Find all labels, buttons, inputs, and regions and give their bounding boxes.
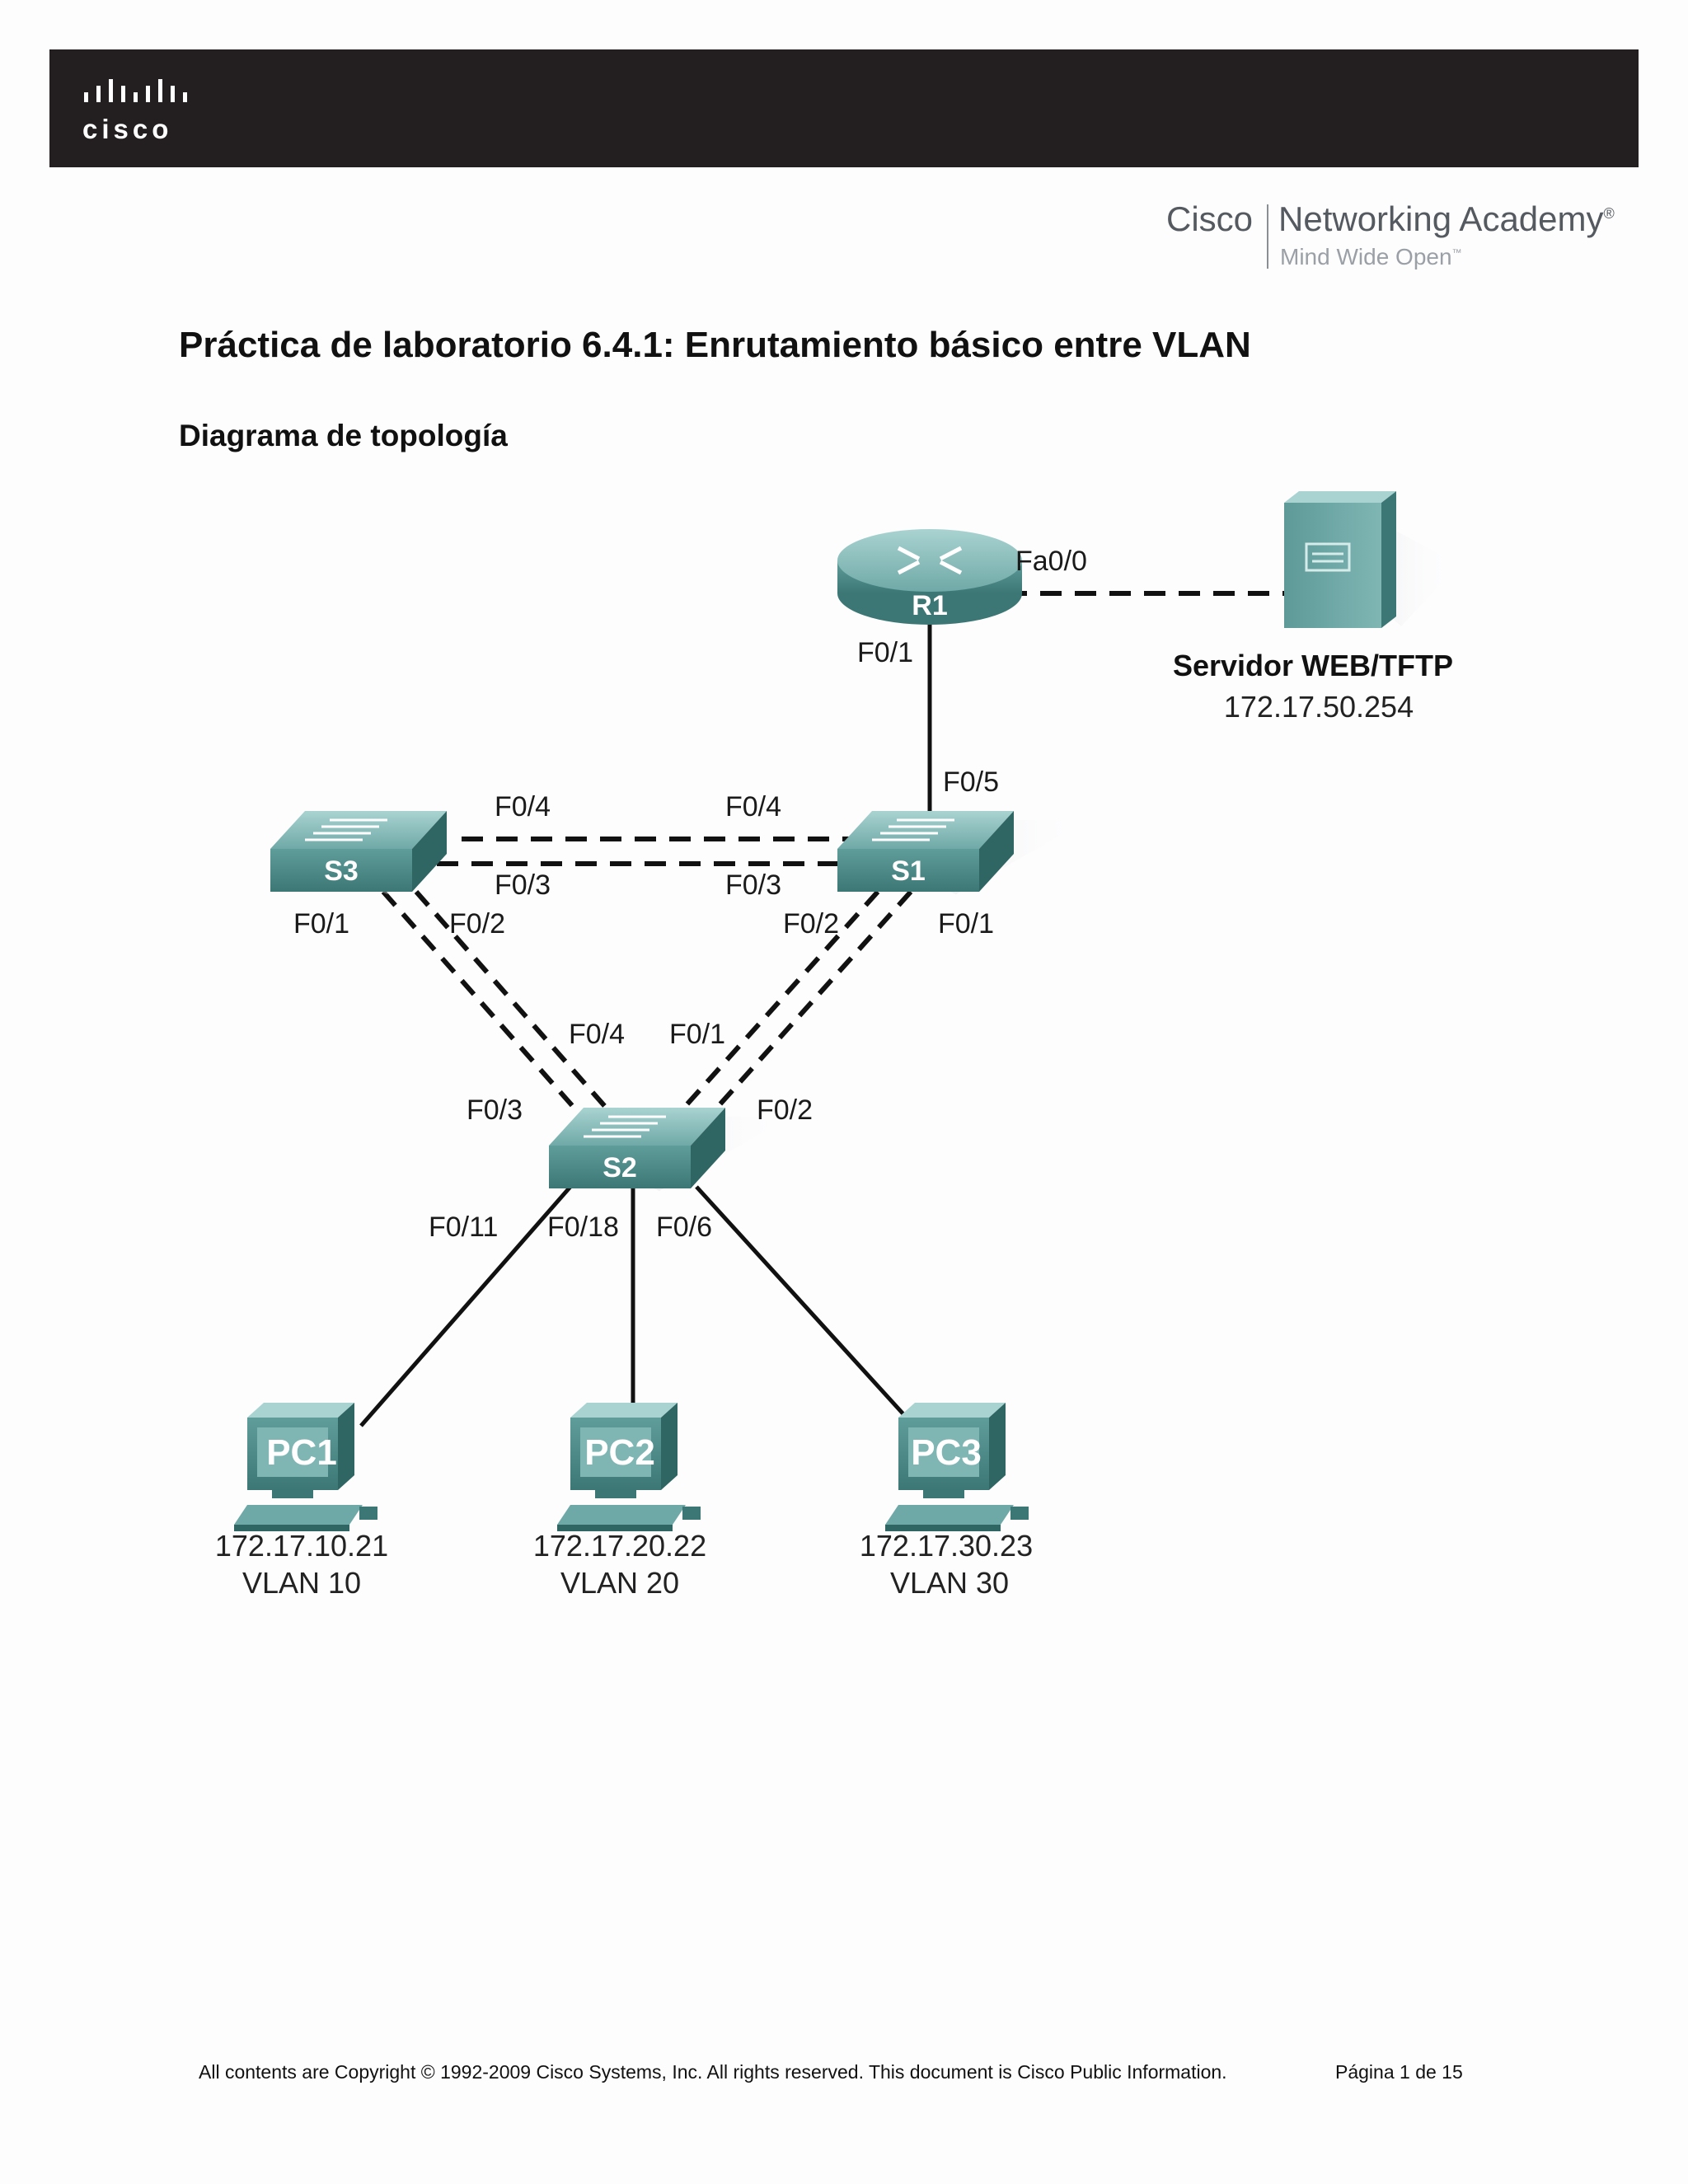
s3-port-f02: F0/2 bbox=[449, 908, 505, 940]
switch-s2: S2 bbox=[549, 1108, 791, 1191]
brand-tagline: Mind Wide Open™ bbox=[1280, 244, 1462, 270]
brand-divider bbox=[1267, 204, 1268, 269]
networking-academy-brand: Cisco Networking Academy® Mind Wide Open… bbox=[1166, 199, 1644, 278]
switch-s1: S1 bbox=[837, 811, 1088, 894]
pc3: PC3 bbox=[885, 1403, 1029, 1531]
s2-port-f018: F0/18 bbox=[547, 1212, 619, 1243]
switch-s3: S3 bbox=[270, 811, 470, 894]
link-s2-pc3 bbox=[695, 1185, 907, 1418]
server-web-tftp bbox=[1284, 491, 1459, 628]
pc3-vlan: VLAN 30 bbox=[890, 1566, 1009, 1600]
trademark-mark: ™ bbox=[1451, 246, 1462, 259]
links bbox=[359, 591, 1286, 1427]
link-s3-s2-b bbox=[414, 890, 617, 1118]
pc3-label: PC3 bbox=[911, 1432, 982, 1473]
s1-port-f04: F0/4 bbox=[725, 791, 781, 823]
s3-arrows-icon bbox=[305, 818, 387, 841]
port-labels: Fa0/0 F0/1 F0/5 F0/4 F0/4 F0/3 F0/3 F0/1… bbox=[293, 546, 1087, 1243]
registered-mark: ® bbox=[1603, 205, 1615, 222]
link-s1-s2-b bbox=[706, 889, 913, 1119]
cisco-wordmark: cisco bbox=[82, 114, 173, 144]
s2-label: S2 bbox=[603, 1152, 637, 1183]
pc1: PC1 bbox=[234, 1403, 377, 1531]
s2-arrows-icon bbox=[584, 1115, 666, 1138]
s2-port-f01: F0/1 bbox=[669, 1019, 725, 1050]
server-panel-icon bbox=[1305, 542, 1351, 572]
cisco-logo: cisco bbox=[82, 77, 198, 144]
router-arrows-icon bbox=[897, 546, 963, 575]
server-name: Servidor WEB/TFTP bbox=[1173, 649, 1453, 682]
link-s1-s2-a bbox=[673, 889, 880, 1119]
pc1-vlan: VLAN 10 bbox=[242, 1566, 361, 1600]
link-s2-pc1 bbox=[359, 1185, 572, 1427]
section-title: Diagrama de topología bbox=[179, 419, 508, 452]
r1-label: R1 bbox=[912, 590, 947, 621]
s2-port-f06: F0/6 bbox=[656, 1212, 712, 1243]
s2-port-f011: F0/11 bbox=[429, 1212, 498, 1243]
brand-academy-text: Networking Academy bbox=[1278, 199, 1604, 238]
s1-port-f03: F0/3 bbox=[725, 869, 781, 901]
cisco-bars-icon bbox=[84, 79, 187, 102]
pc1-ip: 172.17.10.21 bbox=[215, 1529, 388, 1563]
s3-port-f04: F0/4 bbox=[495, 791, 551, 823]
s1-port-f01: F0/1 bbox=[938, 908, 994, 940]
s3-port-f03: F0/3 bbox=[495, 869, 551, 901]
s1-arrows-icon bbox=[872, 818, 954, 841]
s3-label: S3 bbox=[324, 855, 359, 887]
s1-port-f05: F0/5 bbox=[943, 766, 999, 798]
pc3-ip: 172.17.30.23 bbox=[860, 1529, 1033, 1563]
pc2-label: PC2 bbox=[584, 1432, 655, 1473]
document-title: Práctica de laboratorio 6.4.1: Enrutamie… bbox=[179, 325, 1251, 365]
footer-page-number: Página 1 de 15 bbox=[1335, 2061, 1463, 2083]
pc2-vlan: VLAN 20 bbox=[560, 1566, 679, 1600]
s2-port-f03: F0/3 bbox=[467, 1094, 523, 1126]
server-ip: 172.17.50.254 bbox=[1224, 690, 1414, 724]
s2-port-f04: F0/4 bbox=[569, 1019, 625, 1050]
brand-cisco: Cisco bbox=[1166, 199, 1254, 238]
router-r1: R1 bbox=[837, 529, 1022, 625]
pc2: PC2 bbox=[557, 1403, 701, 1531]
s1-port-f02: F0/2 bbox=[783, 908, 839, 940]
s1-label: S1 bbox=[891, 855, 926, 887]
footer-copyright: All contents are Copyright © 1992-2009 C… bbox=[199, 2061, 1227, 2083]
s3-port-f01: F0/1 bbox=[293, 908, 349, 940]
pc-addresses: 172.17.10.21 VLAN 10 172.17.20.22 VLAN 2… bbox=[215, 1529, 1033, 1600]
pc1-label: PC1 bbox=[266, 1432, 337, 1473]
tagline-text: Mind Wide Open bbox=[1280, 244, 1452, 269]
header-bar: cisco bbox=[49, 49, 1639, 167]
r1-port-f01: F0/1 bbox=[857, 637, 913, 668]
r1-port-fa00: Fa0/0 bbox=[1015, 546, 1087, 577]
s2-port-f02: F0/2 bbox=[757, 1094, 813, 1126]
brand-academy: Networking Academy® bbox=[1278, 199, 1615, 239]
pc2-ip: 172.17.20.22 bbox=[533, 1529, 706, 1563]
link-s3-s2-a bbox=[381, 890, 592, 1127]
